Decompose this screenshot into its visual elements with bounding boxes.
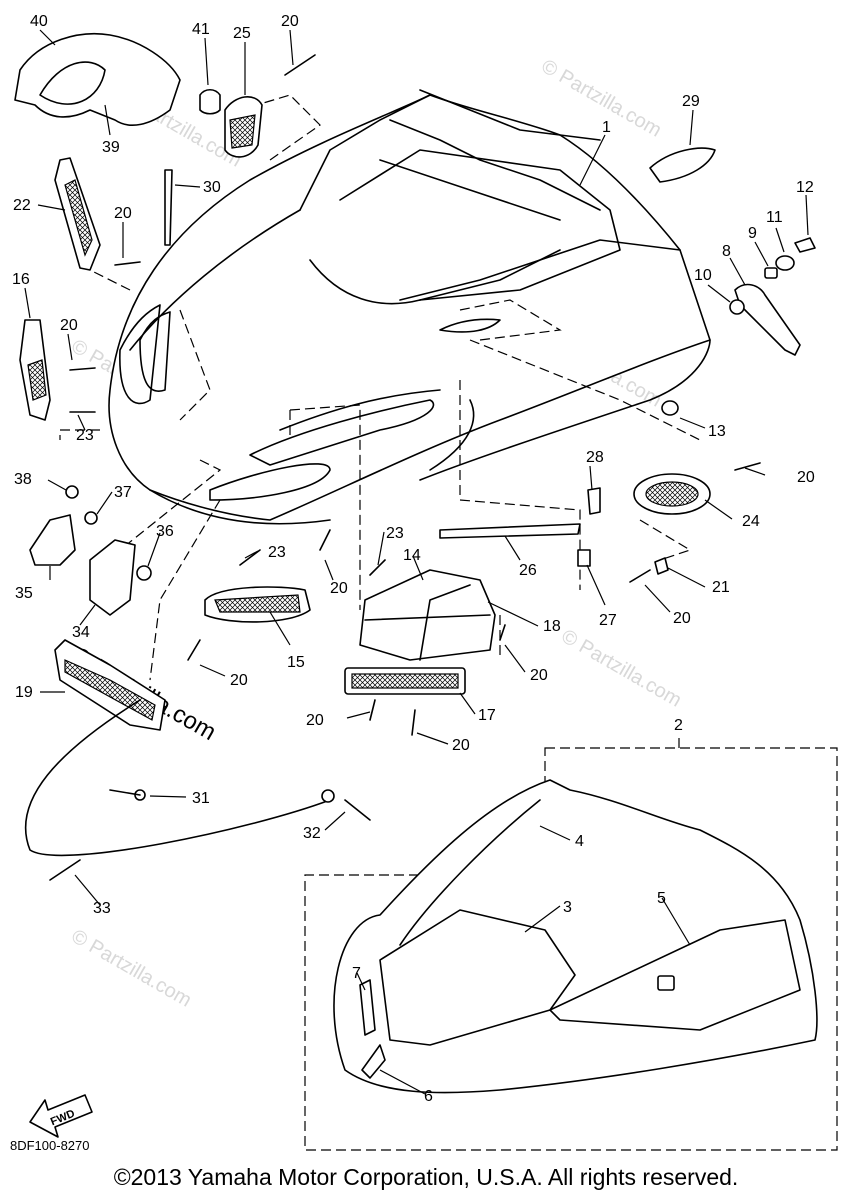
callout-20: 20	[114, 205, 132, 222]
callout-10: 10	[694, 267, 712, 284]
callout-labels: 40 41 25 20 39 30 22 20 16 20 23 29 1 12…	[12, 13, 815, 1105]
callout-22: 22	[13, 197, 31, 214]
callout-8: 8	[722, 243, 731, 260]
dashed-guides	[59, 94, 701, 681]
callout-19: 19	[15, 684, 33, 701]
callout-21: 21	[712, 579, 730, 596]
callout-9: 9	[748, 225, 757, 242]
callout-20: 20	[797, 469, 815, 486]
callout-34: 34	[72, 624, 90, 641]
callout-20: 20	[530, 667, 548, 684]
callout-2: 2	[674, 717, 683, 734]
callout-14: 14	[403, 547, 421, 564]
inner-lining-group	[304, 747, 838, 1151]
callout-20: 20	[60, 317, 78, 334]
callout-41: 41	[192, 21, 210, 38]
leader-lines	[24, 29, 809, 1095]
fwd-arrow: FWD	[29, 1094, 93, 1138]
callout-32: 32	[303, 825, 321, 842]
callout-36: 36	[156, 523, 174, 540]
small-parts	[14, 32, 816, 881]
callout-30: 30	[203, 179, 221, 196]
callout-40: 40	[30, 13, 48, 30]
callout-25: 25	[233, 25, 251, 42]
callout-31: 31	[192, 790, 210, 807]
callout-39: 39	[102, 139, 120, 156]
callout-5: 5	[657, 890, 666, 907]
callout-33: 33	[93, 900, 111, 917]
watermark-text: © Partzilla.com	[68, 925, 196, 1011]
callout-13: 13	[708, 423, 726, 440]
callout-20: 20	[452, 737, 470, 754]
callout-38: 38	[14, 471, 32, 488]
callout-26: 26	[519, 562, 537, 579]
copyright-notice: ©2013 Yamaha Motor Corporation, U.S.A. A…	[113, 1164, 739, 1190]
callout-4: 4	[575, 833, 584, 850]
callout-35: 35	[15, 585, 33, 602]
callout-20: 20	[330, 580, 348, 597]
callout-16: 16	[12, 271, 30, 288]
callout-27: 27	[599, 612, 617, 629]
callout-23: 23	[76, 427, 94, 444]
callout-7: 7	[352, 965, 361, 982]
callout-37: 37	[114, 484, 132, 501]
callout-20: 20	[673, 610, 691, 627]
callout-17: 17	[478, 707, 496, 724]
callout-23: 23	[268, 544, 286, 561]
callout-23: 23	[386, 525, 404, 542]
callout-20: 20	[230, 672, 248, 689]
callout-20: 20	[281, 13, 299, 30]
callout-15: 15	[287, 654, 305, 671]
watermark-text: © Partzilla.com	[558, 625, 686, 711]
callout-28: 28	[586, 449, 604, 466]
callout-18: 18	[543, 618, 561, 635]
drawing-code: 8DF100-8270	[10, 1138, 90, 1153]
callout-6: 6	[424, 1088, 433, 1105]
callout-24: 24	[742, 513, 760, 530]
hood-assembly	[108, 89, 711, 525]
callout-11: 11	[766, 209, 783, 226]
callout-29: 29	[682, 93, 700, 110]
callout-1: 1	[602, 119, 611, 136]
callout-12: 12	[796, 179, 814, 196]
callout-20: 20	[306, 712, 324, 729]
callout-3: 3	[563, 899, 572, 916]
